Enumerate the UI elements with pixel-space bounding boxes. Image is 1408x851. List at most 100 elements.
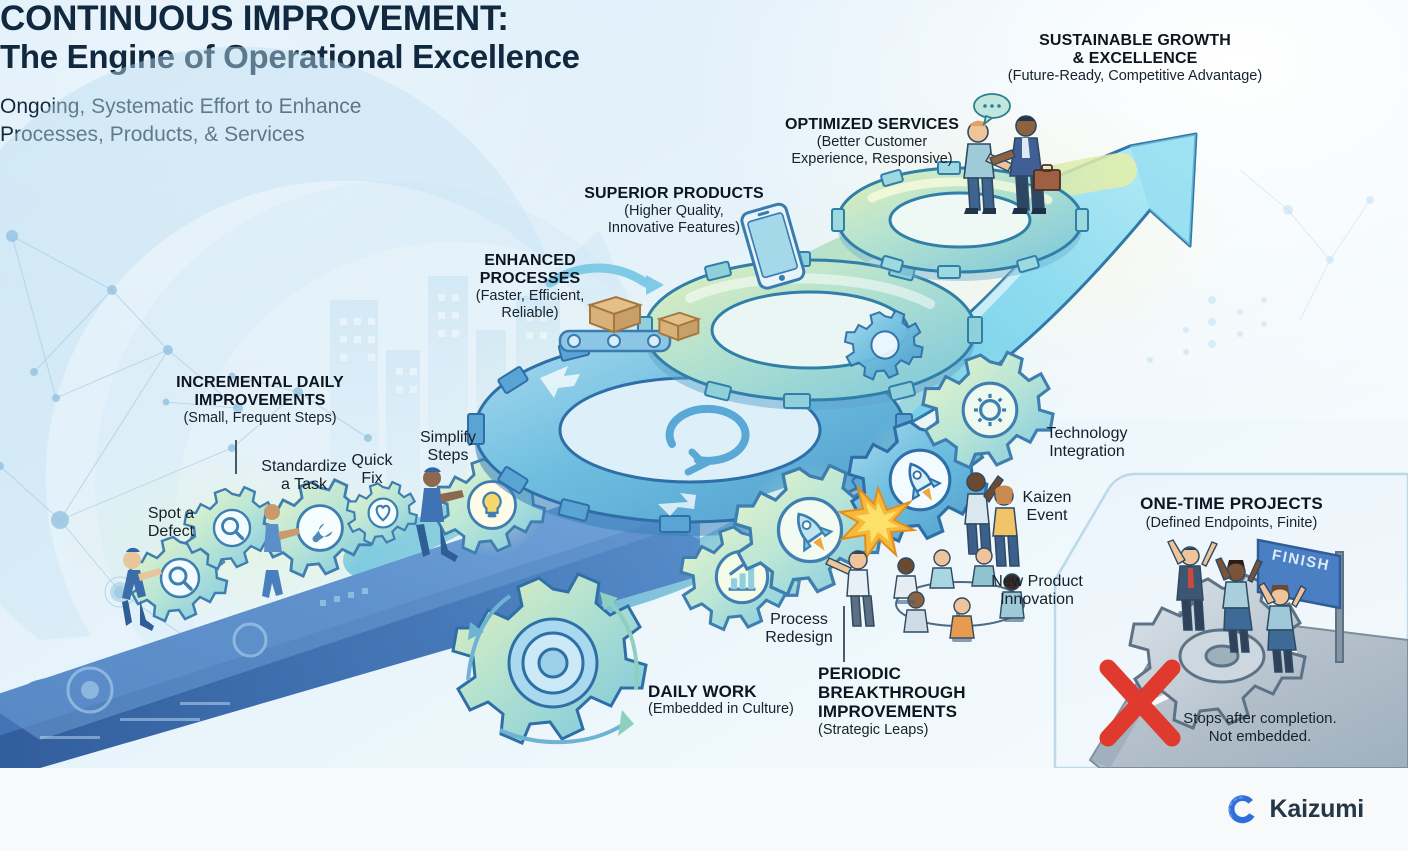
speech-bubble [973,93,1011,127]
ascending-ramp [0,486,700,768]
worker-figure-1 [122,547,162,631]
caption-one-time-projects-heading: ONE-TIME PROJECTS [1140,494,1323,513]
footer-bar: Kaizumi [0,768,1408,851]
stopped-gear [1128,573,1307,730]
caption-enhanced-processes-sub2: Reliable) [501,305,559,322]
step-label-quick-fix-line2: Fix [361,470,383,488]
step-label-standardize: Standardize a Task [248,458,360,494]
rocket-icon [797,512,834,553]
caption-sustainable-growth-sub: (Future-Ready, Competitive Advantage) [1007,68,1263,85]
celebrating-person-2 [1215,557,1263,653]
step-label-standardize-line2: a Task [281,476,327,494]
meeting-person-4 [903,591,929,633]
celebrating-person-3 [1258,582,1307,673]
one-time-projects-note-line2: Not embedded. [1208,728,1312,745]
step-gear-spot-defect [128,533,229,623]
circular-arrow-watermark [0,46,640,640]
caption-periodic-heading-line3: IMPROVEMENTS [818,702,958,722]
annotation-technology-integration-line2: Integration [1049,443,1125,461]
person-pushing-rocket-gear [825,550,875,627]
meeting-chairs [896,600,1024,642]
step-label-quick-fix-line1: Quick [351,452,393,469]
annotation-technology-integration-line1: Technology [1046,425,1128,442]
step-gear-heart [345,479,419,547]
meeting-person-5 [949,597,975,639]
worker-figure-2 [262,504,300,598]
caption-enhanced-processes: ENHANCED PROCESSES (Faster, Efficient, R… [440,252,620,322]
process-redesign-divider [843,606,845,662]
caption-periodic-breakthrough: PERIODIC BREAKTHROUGH IMPROVEMENTS (Stra… [818,664,1018,739]
one-time-projects-panel: ONE-TIME PROJECTS (Defined Endpoints, Fi… [1055,470,1408,768]
caption-enhanced-processes-sub1: (Faster, Efficient, [475,288,585,305]
cycle-arrows-daily [466,592,639,745]
meeting-table-group [893,547,1025,642]
caption-daily-work-sub: (Embedded in Culture) [648,701,794,718]
incremental-daily-divider [235,440,237,474]
page-title: CONTINUOUS IMPROVEMENT: [0,0,509,38]
caption-daily-work-heading: DAILY WORK [648,682,757,701]
caption-periodic-heading-line2: BREAKTHROUGH [818,683,966,703]
caption-incremental-daily-sub: (Small, Frequent Steps) [183,410,337,427]
annotation-new-product-line2: Innovation [1000,591,1074,609]
meeting-person-2 [929,549,955,589]
step-label-simplify-line2: Steps [427,447,469,465]
rocket-icon-2 [908,462,943,501]
caption-daily-work: DAILY WORK (Embedded in Culture) [648,682,800,718]
annotation-kaizen-event: Kaizen Event [1007,489,1087,525]
infographic-canvas: FINISH CONTINUOUS IMPROVEMENT: The Engin… [0,0,1408,768]
caption-optimized-services-heading: OPTIMIZED SERVICES [785,116,959,133]
step-label-simplify-steps: Simplify Steps [408,429,488,465]
gear-rocket-left [733,462,883,598]
caption-enhanced-processes-heading-line1: ENHANCED [484,252,576,269]
caption-superior-products-sub1: (Higher Quality, [624,203,724,220]
annotation-kaizen-event-line1: Kaizen [1022,489,1072,506]
caption-incremental-daily: INCREMENTAL DAILY IMPROVEMENTS (Small, F… [140,374,380,427]
annotation-new-product-innovation: New Product Innovation [982,573,1092,609]
meeting-person-6 [999,573,1025,619]
annotation-technology-integration: Technology Integration [1032,425,1142,461]
daily-work-gear [451,572,648,745]
main-illustration [0,90,1408,768]
caption-periodic-heading-line1: PERIODIC [818,664,901,683]
caption-sustainable-growth-heading-line2: & EXCELLENCE [1072,50,1198,68]
caption-incremental-daily-heading-line2: IMPROVEMENTS [194,392,326,410]
caption-one-time-projects-sub: (Defined Endpoints, Finite) [1145,515,1318,531]
meeting-person-3 [971,547,997,587]
box-2 [656,311,702,342]
conveyor-belt-illustration [545,263,702,353]
one-time-projects-note: Stops after completion. Not embedded. [1125,710,1395,746]
caption-sustainable-growth: SUSTAINABLE GROWTH & EXCELLENCE (Future-… [975,32,1295,85]
circular-arrow-watermark-2 [95,180,726,691]
caption-incremental-daily-heading-line1: INCREMENTAL DAILY [176,374,344,391]
step-label-quick-fix: Quick Fix [341,452,403,488]
caption-superior-products-heading: SUPERIOR PRODUCTS [584,185,764,202]
red-x-mark [1099,659,1181,747]
box-1 [586,295,644,334]
annotation-process-redesign-line1: Process [770,611,828,628]
worker-figure-3 [416,467,464,562]
caption-superior-products: SUPERIOR PRODUCTS (Higher Quality, Innov… [568,185,780,237]
gear-technology-integration [921,350,1055,470]
caption-enhanced-processes-heading-line2: PROCESSES [479,270,581,288]
smartphone-illustration [740,202,806,290]
annotation-kaizen-event-line2: Event [1026,507,1068,525]
caption-optimized-services-sub2: Experience, Responsive) [791,151,953,168]
gear-extra-small [843,309,924,381]
ramp-tech-texture [40,588,368,739]
recycle-arrow-icon [665,404,750,476]
caption-one-time-projects: ONE-TIME PROJECTS (Defined Endpoints, Fi… [1055,494,1408,531]
one-time-projects-note-line1: Stops after completion. [1183,710,1337,727]
step-label-standardize-line1: Standardize [261,458,347,475]
handshake-people [963,93,1061,214]
brand-logo-lockup: Kaizumi [1223,791,1364,829]
step-label-simplify-line1: Simplify [419,429,476,446]
caption-optimized-services-sub1: (Better Customer [816,134,928,151]
caption-sustainable-growth-heading-line1: SUSTAINABLE GROWTH [1039,32,1231,49]
annotation-process-redesign: Process Redesign [752,611,846,647]
step-gear-quick-fix [262,476,375,580]
annotation-process-redesign-line2: Redesign [765,629,833,647]
caption-superior-products-sub2: Innovative Features) [607,220,741,237]
step-label-spot-defect-line1: Spot a [147,505,195,522]
kaizen-event-people [964,472,1020,567]
